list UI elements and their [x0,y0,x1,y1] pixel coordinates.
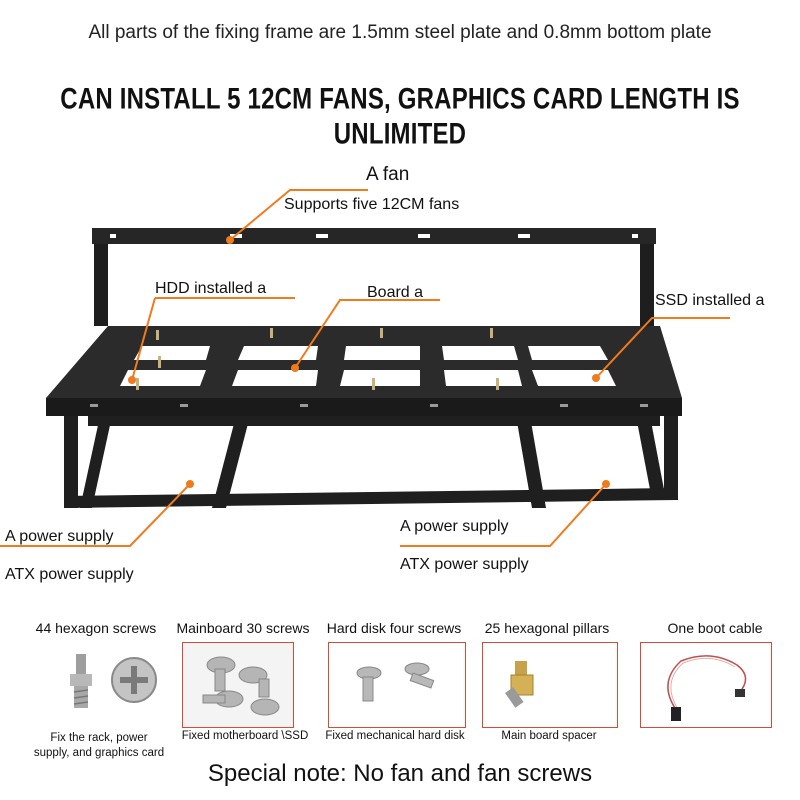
mainboard-screws-caption: Fixed motherboard \SSD [181,730,309,742]
accessory-title-hexagon-screws: 44 hexagon screws [35,620,157,636]
special-note: Special note: No fan and fan screws [207,760,593,787]
mainboard-screws-image [182,642,294,728]
edge-holes [90,404,648,407]
fan-leader [229,189,368,241]
headline: CAN INSTALL 5 12CM FANS, GRAPHICS CARD L… [60,82,740,151]
hard-disk-screws-caption: Fixed mechanical hard disk [325,730,465,742]
hdd-marker [128,376,136,384]
ssd-label: SSD installed a [655,292,765,309]
standoffs [136,328,499,390]
hard-disk-screws-image [328,642,466,728]
psu-right-leader [400,483,607,547]
hexagonal-pillars-image [482,642,618,728]
hex-screw-icon [70,654,92,708]
boot-cable-icon [667,655,747,721]
phillips-head-icon [111,657,157,703]
lower-frame [64,416,678,508]
right-post [640,244,654,326]
hexagonal-pillars-caption: Main board spacer [501,730,597,742]
brass-standoff-icon [504,661,534,708]
psu-left-marker [186,480,194,488]
fan-label: A fan [366,164,410,185]
hdd-leader [131,297,156,381]
left-post [94,244,108,326]
accessory-title-hard-disk-screws: Hard disk four screws [326,620,462,636]
ssd-marker [592,374,600,382]
accessory-title-boot-cable: One boot cable [667,620,763,636]
psu-left-label: A power supply [5,528,114,545]
fan-bar [92,228,656,244]
spec-note: All parts of the fixing frame are 1.5mm … [88,22,712,43]
screws-pile-icon [183,643,293,727]
boot-cable-image [640,642,772,728]
frame-illustration [0,189,730,547]
hdd-label: HDD installed a [155,280,267,297]
board-deck [46,326,682,398]
flat-screws-icon [356,662,435,702]
deck-front-edge [46,398,682,416]
accessory-title-hexagonal-pillars: 25 hexagonal pillars [484,620,610,636]
atx-left-label: ATX power supply [5,566,134,583]
hexagon-screws-image [30,642,164,726]
atx-right-label: ATX power supply [400,556,529,573]
deck-cutouts [120,346,616,386]
board-leader [294,299,440,369]
hexagon-screws-caption-line2: supply, and graphics card [33,747,165,759]
hexagon-screws-caption: Fix the rack, power supply, and graphics… [24,731,174,761]
ssd-leader [595,317,730,379]
board-marker [291,364,299,372]
hexagon-screws-caption-line1: Fix the rack, power [50,732,148,744]
psu-right-label: A power supply [400,518,509,535]
board-label: Board a [367,284,424,301]
psu-right-marker [602,480,610,488]
accessory-title-mainboard-screws: Mainboard 30 screws [176,620,310,636]
fan-sublabel: Supports five 12CM fans [284,196,460,213]
psu-left-leader [0,483,191,547]
fan-marker [226,236,234,244]
